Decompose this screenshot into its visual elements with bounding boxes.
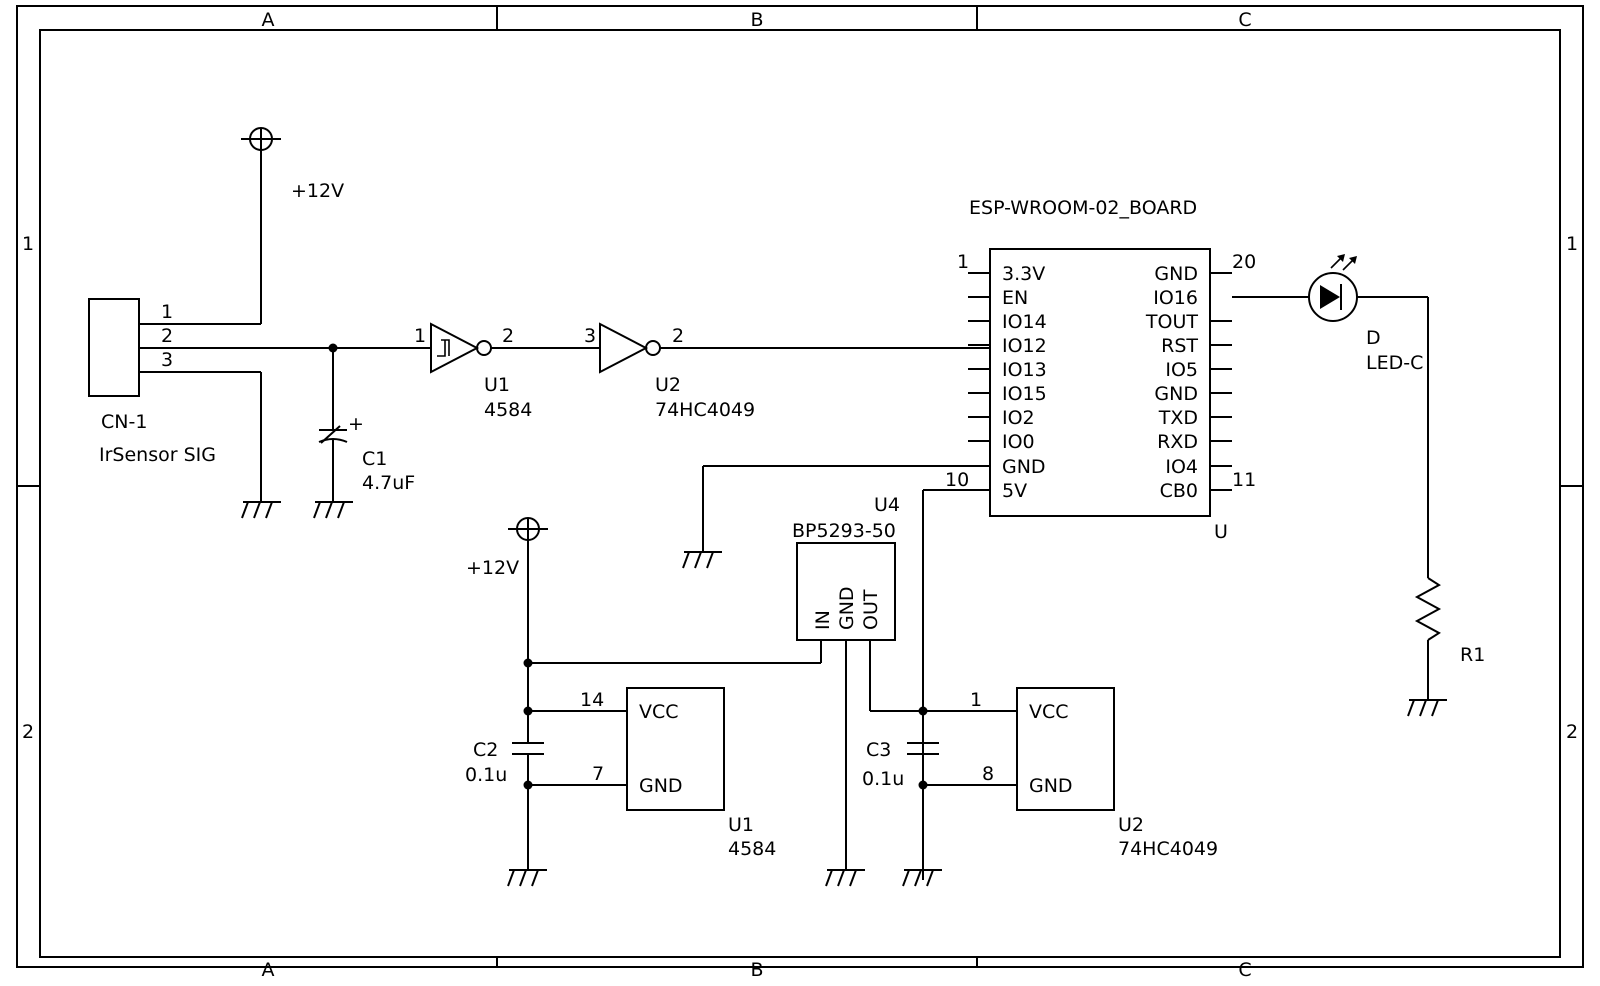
zone-col-c-bottom: C xyxy=(1238,959,1251,981)
zone-row-2-left: 2 xyxy=(22,721,34,743)
u2-power-gnd-pin: 8 xyxy=(982,763,994,785)
zone-row-1-right: 1 xyxy=(1566,233,1578,255)
esp-pin-en: EN xyxy=(1002,287,1028,309)
u4-pin-in: IN xyxy=(812,610,834,630)
u4-ref: U4 xyxy=(874,494,900,516)
power-12v-top: +12V xyxy=(241,127,344,324)
gate-u2-inverter: 3 2 U2 74HC4049 xyxy=(584,322,990,421)
zone-col-c-top: C xyxy=(1238,9,1251,31)
u1-power-gnd-pin: 7 xyxy=(592,763,604,785)
ground-symbol-c1 xyxy=(313,501,353,519)
u1-gate-pin-in: 1 xyxy=(414,325,426,347)
u1-gate-ref: U1 xyxy=(484,374,510,396)
u4-pin-gnd: GND xyxy=(836,586,858,630)
esp-pin-gnd-left: GND xyxy=(1002,456,1046,478)
c3-value: 0.1u xyxy=(862,768,904,790)
regulator-u4: U4 BP5293-50 IN GND OUT xyxy=(528,494,923,887)
esp-pin-io4: IO4 xyxy=(1165,456,1198,478)
esp-pin-gnd-right-1: GND xyxy=(1154,263,1198,285)
u1-gate-value: 4584 xyxy=(484,399,532,421)
zone-col-b-bottom: B xyxy=(750,959,763,981)
u2-power-value: 74HC4049 xyxy=(1118,838,1218,860)
esp-pin-3v3: 3.3V xyxy=(1002,263,1045,285)
u1-power-ref: U1 xyxy=(728,814,754,836)
ground-symbol-cn1 xyxy=(241,501,281,519)
zone-row-1-left: 1 xyxy=(22,233,34,255)
esp-pin-number-20: 20 xyxy=(1232,251,1256,273)
u1-power-value: 4584 xyxy=(728,838,776,860)
esp-wroom-02-board: ESP-WROOM-02_BOARD 3.3V EN IO14 IO12 IO1… xyxy=(945,197,1256,543)
esp-pin-io13: IO13 xyxy=(1002,359,1047,381)
esp-pin-rst: RST xyxy=(1161,335,1198,357)
c2-ref: C2 xyxy=(473,739,498,761)
cn1-pin-3: 3 xyxy=(161,349,173,371)
gate-u1-schmitt-inverter: 1 2 U1 4584 xyxy=(333,322,600,421)
u1-power-gnd: GND xyxy=(639,775,683,797)
zone-col-a-bottom: A xyxy=(262,959,275,981)
esp-pin-io5: IO5 xyxy=(1165,359,1198,381)
u2-gate-value: 74HC4049 xyxy=(655,399,755,421)
cn1-value: IrSensor SIG xyxy=(99,444,216,466)
cn1-pin-2: 2 xyxy=(161,325,173,347)
capacitor-c3: C3 0.1u xyxy=(862,711,942,887)
u2-power-block: VCC GND 1 8 U2 74HC4049 xyxy=(923,687,1218,860)
c2-value: 0.1u xyxy=(465,764,507,786)
c1-value: 4.7uF xyxy=(362,472,415,494)
zone-row-2-right: 2 xyxy=(1566,721,1578,743)
u1-power-vcc: VCC xyxy=(639,701,679,723)
u2-gate-ref: U2 xyxy=(655,374,681,396)
zone-col-a-top: A xyxy=(262,9,275,31)
esp-pin-number-1: 1 xyxy=(957,251,969,273)
c1-polarity-mark: + xyxy=(348,413,364,435)
capacitor-c1: + C1 4.7uF xyxy=(318,343,415,502)
esp-pin-io0: IO0 xyxy=(1002,431,1035,453)
esp-pin-5v: 5V xyxy=(1002,480,1027,502)
resistor-r1: R1 xyxy=(1407,297,1485,717)
esp-pin-io2: IO2 xyxy=(1002,407,1035,429)
power-12v-top-label: +12V xyxy=(291,180,344,202)
zone-col-b-top: B xyxy=(750,9,763,31)
frame-zone-labels: A B C A B C 1 2 1 2 xyxy=(22,9,1578,981)
esp-pin-number-10: 10 xyxy=(945,469,969,491)
led-d: D LED-C xyxy=(1232,254,1428,374)
u2-gate-pin-in: 3 xyxy=(584,325,596,347)
esp-pin-number-11: 11 xyxy=(1232,469,1256,491)
c3-ref: C3 xyxy=(866,739,891,761)
esp-pin-tout: TOUT xyxy=(1145,311,1198,333)
led-value: LED-C xyxy=(1366,352,1423,374)
u2-power-ref: U2 xyxy=(1118,814,1144,836)
esp-gnd-wire xyxy=(682,465,968,569)
u2-power-vcc-pin: 1 xyxy=(970,689,982,711)
esp-pin-io12: IO12 xyxy=(1002,335,1047,357)
esp-pin-io15: IO15 xyxy=(1002,383,1047,405)
power-12v-bottom-label: +12V xyxy=(466,557,519,579)
u4-pin-out: OUT xyxy=(860,589,882,630)
u2-gate-pin-out: 2 xyxy=(672,325,684,347)
esp-pin-io16: IO16 xyxy=(1153,287,1198,309)
sheet-frame xyxy=(16,5,1584,968)
power-12v-bottom: +12V xyxy=(466,517,548,743)
connector-cn1: 1 2 3 CN-1 IrSensor SIG xyxy=(88,298,333,502)
cn1-ref: CN-1 xyxy=(101,411,147,433)
u1-power-block: VCC GND 14 7 U1 4584 xyxy=(528,687,776,860)
r1-ref: R1 xyxy=(1460,644,1485,666)
u1-power-vcc-pin: 14 xyxy=(580,689,604,711)
esp-pin-cb0: CB0 xyxy=(1160,480,1198,502)
u2-power-vcc: VCC xyxy=(1029,701,1069,723)
u1-gate-pin-out: 2 xyxy=(502,325,514,347)
esp-pin-txd: TXD xyxy=(1158,407,1198,429)
esp-pin-gnd-right-2: GND xyxy=(1154,383,1198,405)
esp-ref: U xyxy=(1214,521,1228,543)
esp-title: ESP-WROOM-02_BOARD xyxy=(969,197,1197,219)
c1-ref: C1 xyxy=(362,448,387,470)
net-5v-wire xyxy=(922,489,968,880)
esp-pin-rxd: RXD xyxy=(1157,431,1198,453)
u4-value: BP5293-50 xyxy=(792,520,896,542)
esp-pin-io14: IO14 xyxy=(1002,311,1047,333)
u2-power-gnd: GND xyxy=(1029,775,1073,797)
cn1-pin-1: 1 xyxy=(161,301,173,323)
capacitor-c2: C2 0.1u xyxy=(465,711,547,887)
led-ref: D xyxy=(1366,327,1381,349)
